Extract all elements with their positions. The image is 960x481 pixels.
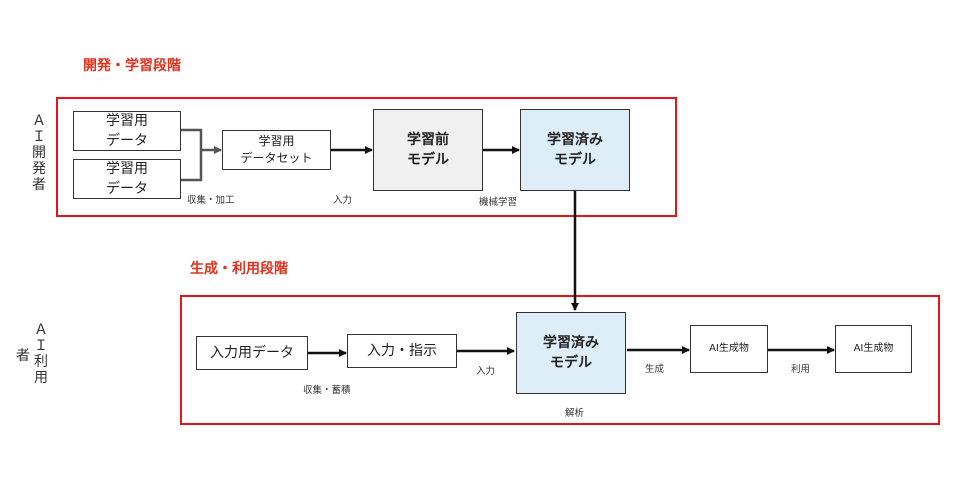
label-collect-process: 収集・加工 [187,195,235,206]
label-analysis: 解析 [565,408,585,419]
label-machine-learning: 機械学習 [479,197,518,208]
ai-output-box-2: AI生成物 [835,325,912,373]
label-input-gen: 入力 [476,366,496,377]
input-data-box: 入力用データ [196,336,308,370]
label-input-dev: 入力 [333,195,353,206]
merge-connector [181,128,203,182]
actor-user-label-part2: Ａ Ｉ 利 用 [34,322,48,386]
trained-model-box-gen: 学習済み モデル [516,312,626,394]
actor-developer-label: Ａ Ｉ 開 発 者 [32,113,46,193]
trained-model-box-dev: 学習済み モデル [520,109,630,191]
ai-output-box-1: AI生成物 [690,325,768,373]
label-collect-accumulate: 収集・蓄積 [303,385,351,396]
input-instruction-box: 入力・指示 [347,334,457,368]
training-data-box-2: 学習用 データ [73,159,181,199]
gen-stage-title: 生成・利用段階 [190,261,288,277]
label-use: 利用 [791,364,811,375]
dev-stage-frame [56,97,677,217]
gen-stage-frame [180,295,940,425]
actor-user-label-part1: 者 [16,348,30,364]
dev-stage-title: 開発・学習段階 [83,58,181,74]
label-generate: 生成 [645,364,665,375]
training-data-box-1: 学習用 データ [73,111,181,151]
pre-training-model-box: 学習前 モデル [373,109,483,191]
training-dataset-box: 学習用 データセット [222,130,331,170]
